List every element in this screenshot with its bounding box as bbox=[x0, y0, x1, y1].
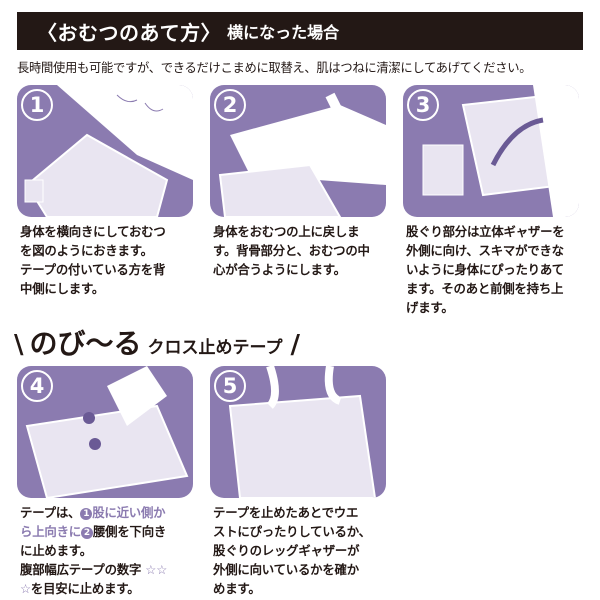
illustration-body-return bbox=[218, 92, 386, 217]
intro-text: 長時間使用も可能ですが、できるだけこまめに取替え、肌はつねに清潔にしてあげてくだ… bbox=[17, 61, 532, 75]
desc-line: ☆を目安に止めます。 bbox=[20, 579, 202, 598]
slash-right: / bbox=[290, 330, 301, 360]
step-5-illustration: 5 bbox=[210, 366, 386, 498]
step-number-badge: 4 bbox=[21, 370, 53, 402]
desc-line: を図のようにおきます。 bbox=[20, 243, 153, 258]
illustration-tape-fasten bbox=[25, 366, 189, 498]
desc-highlight: 股に近い側か bbox=[92, 505, 166, 520]
step-3-illustration: 3 bbox=[403, 85, 579, 217]
slash-left: \ bbox=[14, 330, 24, 360]
desc-highlight: ら上向きに bbox=[20, 524, 81, 539]
illustration-check-fit bbox=[228, 366, 377, 498]
desc-line: 股ぐりのレッグギャザーが bbox=[213, 543, 360, 558]
step-2-illustration: 2 bbox=[210, 85, 386, 217]
header-bar: 〈おむつのあて方〉 横になった場合 bbox=[17, 12, 583, 50]
desc-line: 中側にします。 bbox=[20, 281, 105, 296]
desc-line: めます。 bbox=[213, 581, 261, 596]
step-number-badge: 1 bbox=[21, 89, 53, 121]
desc-line: テープを止めたあとでウエ bbox=[213, 505, 359, 520]
desc-text: テープは、 bbox=[20, 505, 81, 520]
desc-line: 心が合うようにします。 bbox=[213, 262, 346, 277]
desc-line: いように身体にぴったりあて bbox=[406, 262, 564, 277]
step-4-illustration: 4 bbox=[17, 366, 193, 498]
desc-line: 外側に向け、スキマができな bbox=[406, 243, 564, 258]
illustration-body-side bbox=[24, 85, 193, 217]
desc-text: 腹部幅広テープの数字 bbox=[20, 562, 142, 577]
section-heading-cross-tape: \ のび〜る クロス止めテープ / bbox=[14, 322, 300, 362]
desc-text: 腰側を下向き bbox=[92, 524, 167, 539]
page-subtitle: 横になった場合 bbox=[227, 23, 340, 42]
star-icon: ☆☆ bbox=[145, 562, 168, 577]
desc-line: 股ぐり部分は立体ギャザーを bbox=[406, 224, 565, 239]
desc-line: 外側に向いているかを確か bbox=[213, 562, 359, 577]
star-icon: ☆ bbox=[20, 581, 31, 596]
section-heading-main: のび〜る bbox=[29, 327, 142, 360]
desc-line: ます。そのあと前側を持ち上 bbox=[406, 281, 564, 296]
circled-number-2: 2 bbox=[80, 527, 93, 539]
illustration-front-lift bbox=[422, 85, 579, 217]
step-1-description: 身体を横向きにしておむつ を図のようにおきます。 テープの付いている方を背 中側… bbox=[20, 222, 202, 298]
desc-line: 腹部幅広テープの数字 ☆☆ bbox=[20, 560, 202, 579]
step-number-badge: 3 bbox=[407, 89, 439, 121]
step-1-illustration: 1 bbox=[17, 85, 193, 217]
desc-line: げます。 bbox=[406, 300, 454, 315]
circled-number-1: 1 bbox=[80, 508, 93, 520]
desc-line: に止めます。 bbox=[20, 543, 92, 558]
desc-text: を目安に止めます。 bbox=[30, 581, 140, 596]
desc-line: ストにぴったりしているか、 bbox=[213, 524, 371, 539]
step-number-badge: 2 bbox=[214, 89, 246, 121]
page-title: 〈おむつのあて方〉 bbox=[37, 20, 222, 45]
section-heading-sub: クロス止めテープ bbox=[147, 338, 283, 358]
desc-line: テープの付いている方を背 bbox=[20, 262, 166, 277]
step-3-description: 股ぐり部分は立体ギャザーを 外側に向け、スキマができな いように身体にぴったりあ… bbox=[406, 222, 588, 317]
step-number-badge: 5 bbox=[214, 370, 246, 402]
step-5-description: テープを止めたあとでウエ ストにぴったりしているか、 股ぐりのレッグギャザーが … bbox=[213, 503, 395, 598]
desc-line: す。背骨部分と、おむつの中 bbox=[213, 243, 370, 258]
desc-line: 身体をおむつの上に戻しま bbox=[213, 224, 360, 239]
desc-line: 身体を横向きにしておむつ bbox=[20, 224, 166, 239]
step-2-description: 身体をおむつの上に戻しま す。背骨部分と、おむつの中 心が合うようにします。 bbox=[213, 222, 395, 279]
